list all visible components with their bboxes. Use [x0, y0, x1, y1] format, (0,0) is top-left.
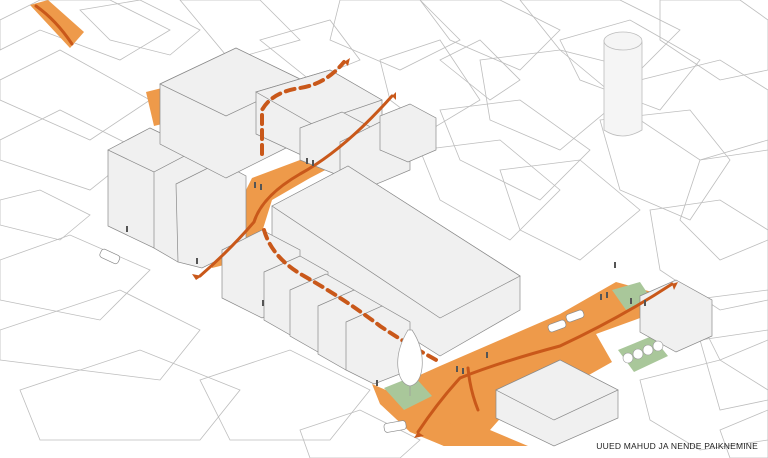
route-street — [198, 94, 394, 278]
route-square — [416, 282, 674, 434]
route-square-branch — [466, 366, 480, 412]
tower-building — [603, 31, 643, 137]
route-upper-dashed — [260, 60, 346, 156]
arrow-ne-1 — [344, 58, 350, 66]
hedge-row — [622, 340, 664, 364]
main-buildings — [107, 47, 713, 447]
arrow-ne-2 — [392, 92, 396, 100]
diagram-caption: UUED MAHUD JA NENDE PAIKNEMINE — [596, 441, 758, 451]
arrow-sw-2 — [414, 432, 424, 438]
route-arrowheads — [192, 58, 678, 438]
south-square — [382, 282, 652, 446]
car-icons — [99, 248, 585, 433]
arrow-e — [672, 282, 678, 290]
route-north — [34, 4, 74, 46]
tree-icon — [397, 329, 423, 396]
people-icons — [126, 158, 646, 386]
arrow-sw-1 — [192, 274, 202, 280]
